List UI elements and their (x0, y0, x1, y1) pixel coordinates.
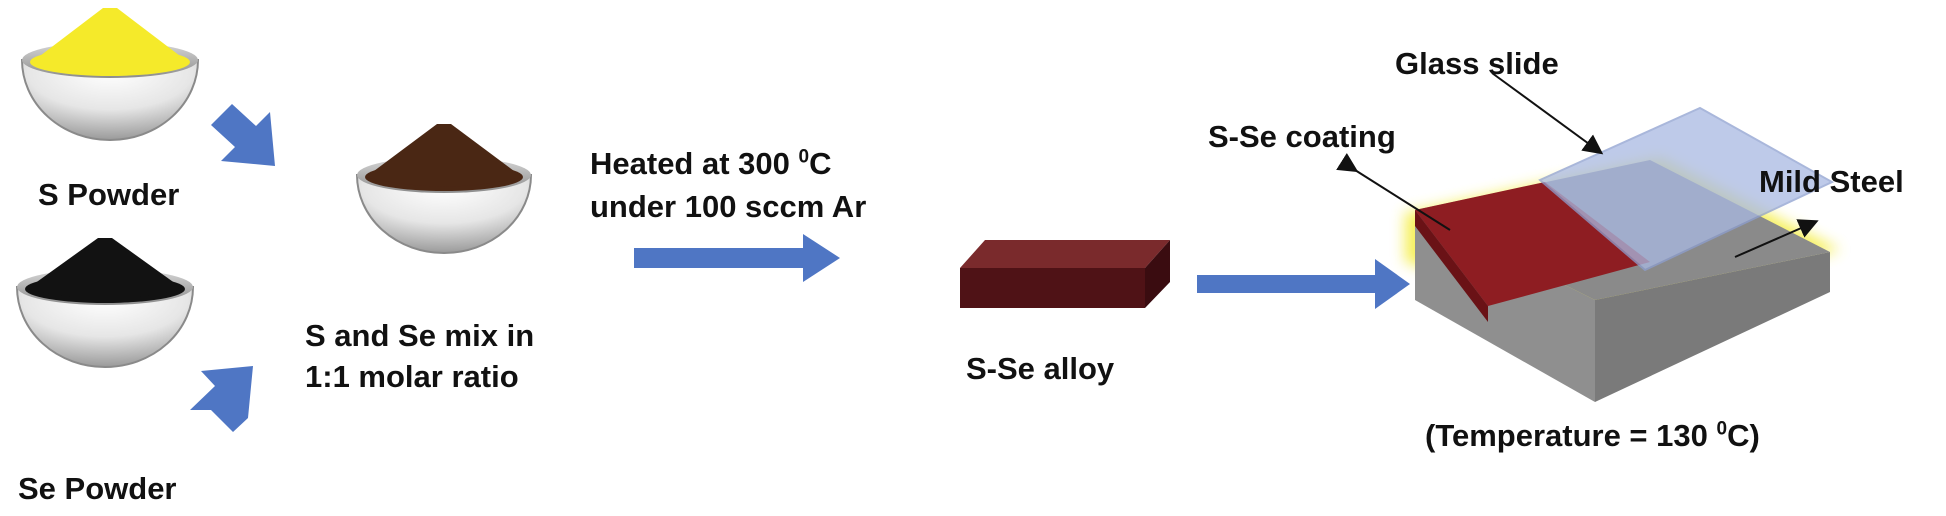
glass-slide (1538, 106, 1835, 272)
arrow-s-to-mix (211, 104, 275, 166)
mixture-bowl (355, 124, 533, 254)
arrow-mix-to-heat (634, 234, 840, 282)
se-powder-bowl (15, 238, 195, 368)
coated-steel-plate (1405, 106, 1840, 402)
s-powder-bowl (20, 8, 200, 141)
alloy-label: S-Se alloy (966, 351, 1115, 386)
temperature-label: (Temperature = 130 0C) (1425, 418, 1760, 453)
arrow-alloy-to-coating (1197, 259, 1410, 309)
coating-label: S-Se coating (1208, 119, 1396, 154)
pointer-coating (1336, 153, 1451, 231)
s-powder-label: S Powder (38, 177, 180, 212)
se-powder-label: Se Powder (18, 471, 177, 506)
pointer-mild-steel (1734, 219, 1819, 258)
heat-label-line1: Heated at 300 0C (590, 146, 832, 181)
s-se-alloy-block (960, 240, 1170, 308)
mild-steel-label: Mild Steel (1759, 164, 1904, 199)
mix-label-line2: 1:1 molar ratio (305, 359, 519, 394)
mix-label-line1: S and Se mix in (305, 318, 535, 353)
steel-right-face (1595, 252, 1830, 402)
arrow-se-to-mix (190, 366, 253, 432)
heat-label-line2: under 100 sccm Ar (590, 189, 867, 224)
pointer-glass-slide (1491, 72, 1604, 155)
s-se-coating (1415, 182, 1650, 306)
glass-slide-label: Glass slide (1395, 46, 1559, 81)
